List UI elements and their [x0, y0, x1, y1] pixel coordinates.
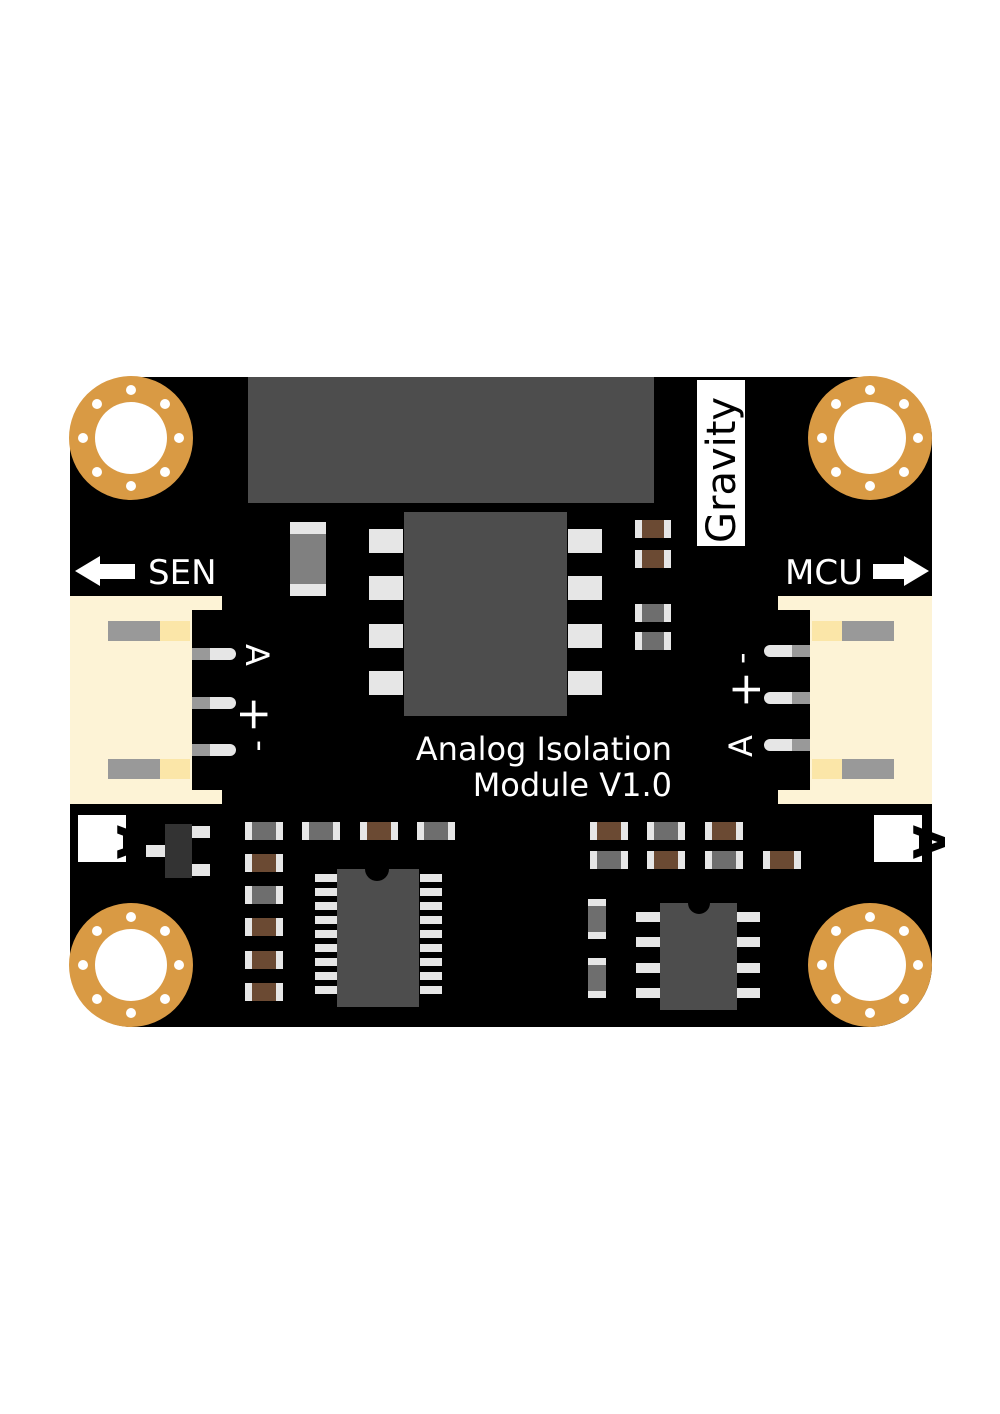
connector-sen — [70, 596, 236, 804]
arrow-right-icon — [873, 556, 929, 586]
module-title-line1: Analog Isolation — [416, 730, 672, 768]
left-pin-label-3: - — [242, 740, 280, 752]
connector-sen-pins — [192, 648, 236, 756]
ic-main — [369, 512, 602, 716]
mounting-hole-top-left — [69, 376, 193, 500]
mounting-hole-bottom-right — [808, 903, 932, 1027]
right-pin-label-3: A — [722, 735, 760, 757]
connector-mcu — [764, 596, 932, 804]
brand-text: Gravity — [699, 397, 745, 543]
right-pin-label-1: - — [722, 652, 760, 664]
arrow-left-icon — [75, 556, 135, 586]
isolation-block — [248, 377, 654, 503]
left-pin-label-2: + — [229, 696, 280, 733]
right-port-name: MCU — [785, 553, 863, 593]
resistor-group-top — [635, 520, 671, 650]
capacitor-c1 — [290, 522, 326, 596]
gravity-logo: Gravity — [697, 380, 745, 546]
ic-bottom-right — [636, 903, 760, 1010]
resistor-group-bottom-left — [245, 822, 455, 1001]
capacitor-group-bottom — [588, 899, 606, 998]
connector-mcu-pins — [764, 645, 810, 751]
ic-bottom-left — [315, 869, 442, 1007]
right-pin-label-2: + — [720, 671, 771, 708]
module-title-line2: Module V1.0 — [473, 766, 672, 804]
mounting-hole-top-right — [808, 376, 932, 500]
resistor-group-bottom-right — [590, 822, 801, 869]
transistor-q1 — [146, 824, 210, 878]
right-port-type-badge: A — [874, 815, 953, 862]
left-port-type-badge: A — [78, 815, 157, 862]
left-port-name: SEN — [148, 553, 217, 593]
mounting-hole-bottom-left — [69, 903, 193, 1027]
svg-text:A: A — [902, 825, 953, 859]
left-pin-label-1: A — [238, 644, 276, 666]
